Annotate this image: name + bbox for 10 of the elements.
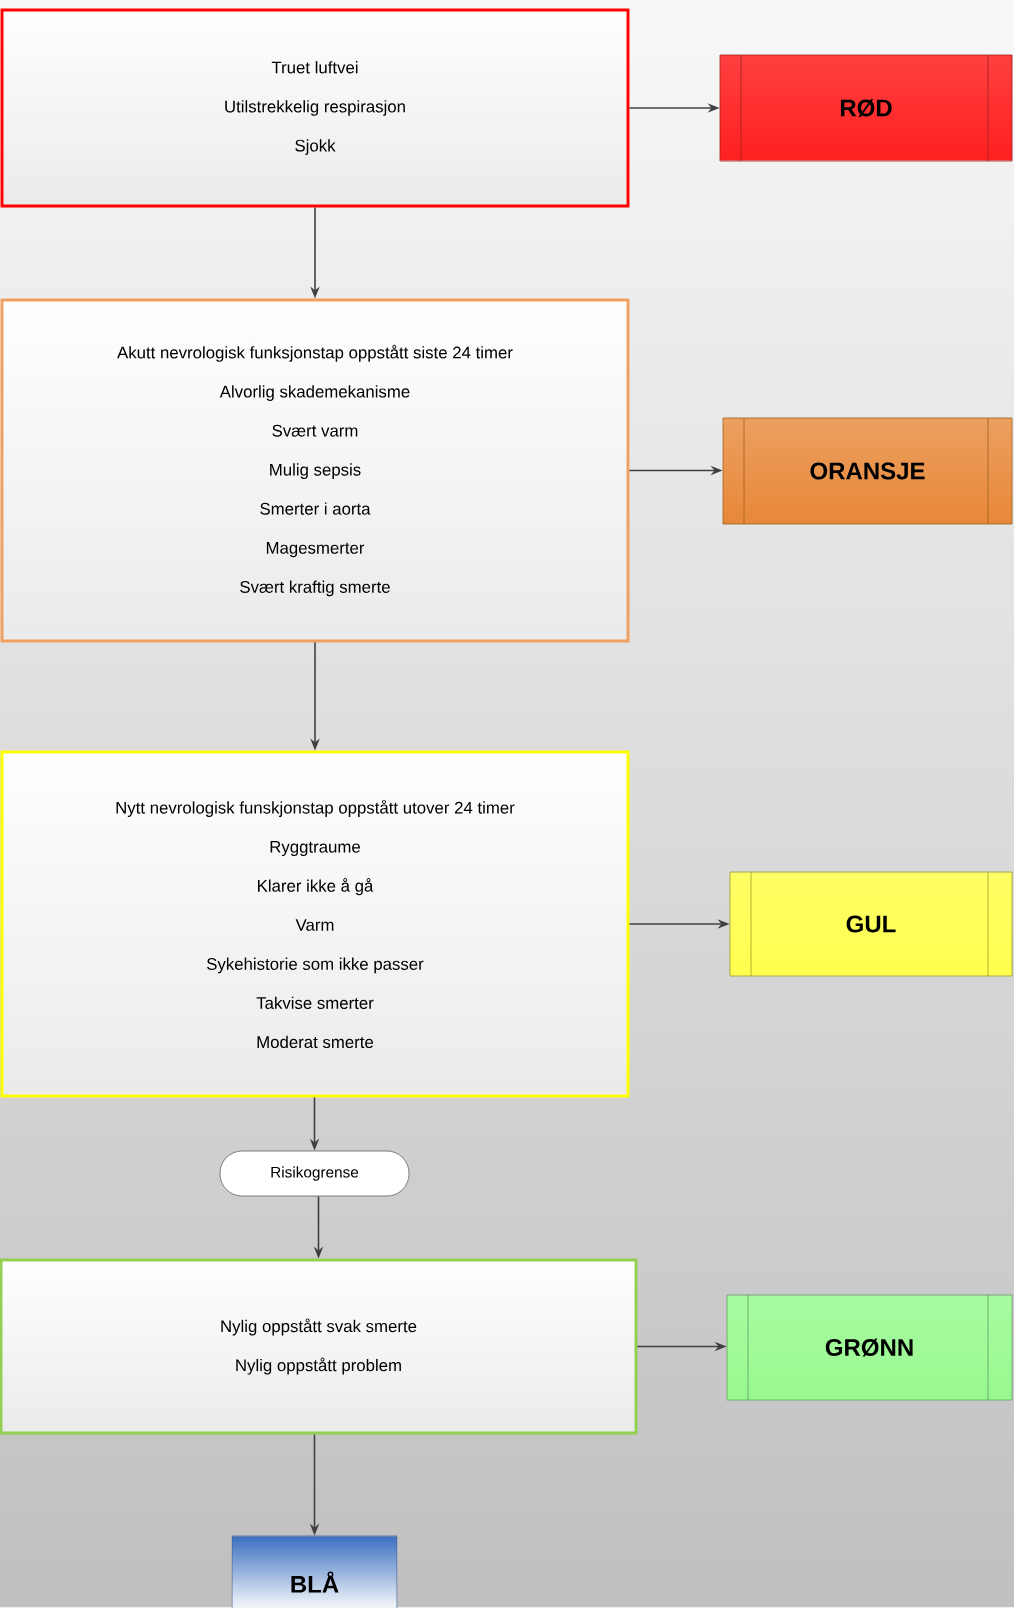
criteria-box: Nylig oppstått svak smerte Nylig oppstått problem	[0, 1258, 638, 1435]
triage-level-box: RØD	[719, 54, 1013, 162]
criteria-box: Akutt nevrologisk funksjonstap oppstått siste 24 timer Alvorlig skademekanisme Svært varm Mulig sepsis Smerter i aorta Magesmerter Svært kraftig smerte	[0, 298, 630, 643]
criteria-box: Nytt nevrologisk funskjonstap oppstått utover 24 timer Ryggtraume Klarer ikke å gå Varm Sykehistorie som ikke passer Takvise smerter Moderat smerte	[0, 750, 630, 1098]
triage-level-box: GUL	[729, 871, 1013, 977]
criteria-box: Truet luftvei Utilstrekkelig respirasjon Sjokk	[0, 8, 630, 208]
triage-level-box: GRØNN	[726, 1294, 1013, 1401]
triage-level-box: ORANSJE	[722, 417, 1013, 525]
threshold-pill: Risikogrense	[219, 1150, 410, 1197]
triage-level-box: BLÅ	[231, 1535, 398, 1608]
